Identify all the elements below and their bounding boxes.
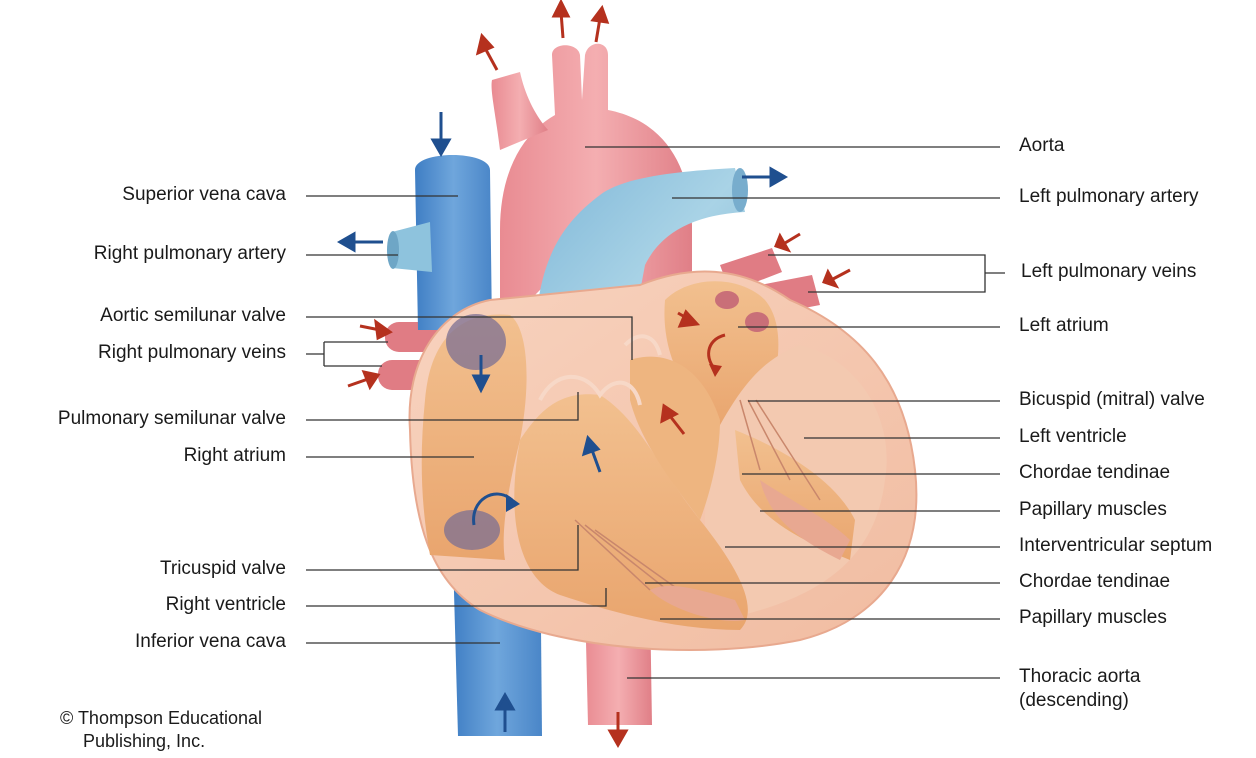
label-aortic-semilunar-valve: Aortic semilunar valve: [100, 305, 286, 326]
superior-vena-cava-shape: [415, 155, 492, 330]
label-left-pulmonary-veins: Left pulmonary veins: [1021, 261, 1197, 282]
label-papillary-muscles-left: Papillary muscles: [1019, 499, 1167, 520]
label-right-pulmonary-veins: Right pulmonary veins: [98, 342, 286, 363]
leader-lines-right: [585, 146, 1005, 679]
label-pulmonary-semilunar-valve: Pulmonary semilunar valve: [57, 408, 286, 429]
right-atrium-shape: [421, 314, 527, 560]
leader-lines-left: [306, 195, 633, 644]
copyright-line-1: © Thompson Educational: [60, 708, 263, 728]
label-aorta: Aorta: [1019, 135, 1065, 156]
label-superior-vena-cava: Superior vena cava: [122, 184, 286, 205]
label-tricuspid-valve: Tricuspid valve: [159, 558, 286, 579]
label-thoracic-aorta-descending: (descending): [1019, 690, 1129, 711]
right-pulmonary-artery-shape: [392, 222, 432, 272]
label-thoracic-aorta: Thoracic aorta: [1019, 666, 1141, 687]
copyright-line-2: Publishing, Inc.: [83, 731, 206, 751]
label-bicuspid-mitral-valve: Bicuspid (mitral) valve: [1019, 389, 1205, 410]
label-chordae-tendinae-left: Chordae tendinae: [1019, 462, 1171, 483]
label-left-atrium: Left atrium: [1019, 315, 1109, 336]
label-right-pulmonary-artery: Right pulmonary artery: [93, 243, 286, 264]
label-right-atrium: Right atrium: [183, 445, 286, 466]
label-left-ventricle: Left ventricle: [1019, 426, 1127, 447]
label-inferior-vena-cava: Inferior vena cava: [134, 631, 286, 652]
label-right-ventricle: Right ventricle: [165, 594, 286, 615]
label-chordae-tendinae-right: Chordae tendinae: [1019, 571, 1171, 592]
label-left-pulmonary-artery: Left pulmonary artery: [1019, 186, 1199, 207]
label-interventricular-septum: Interventricular septum: [1019, 535, 1213, 556]
right-ventricle-shape: [514, 394, 748, 630]
label-papillary-muscles-right: Papillary muscles: [1019, 607, 1167, 628]
